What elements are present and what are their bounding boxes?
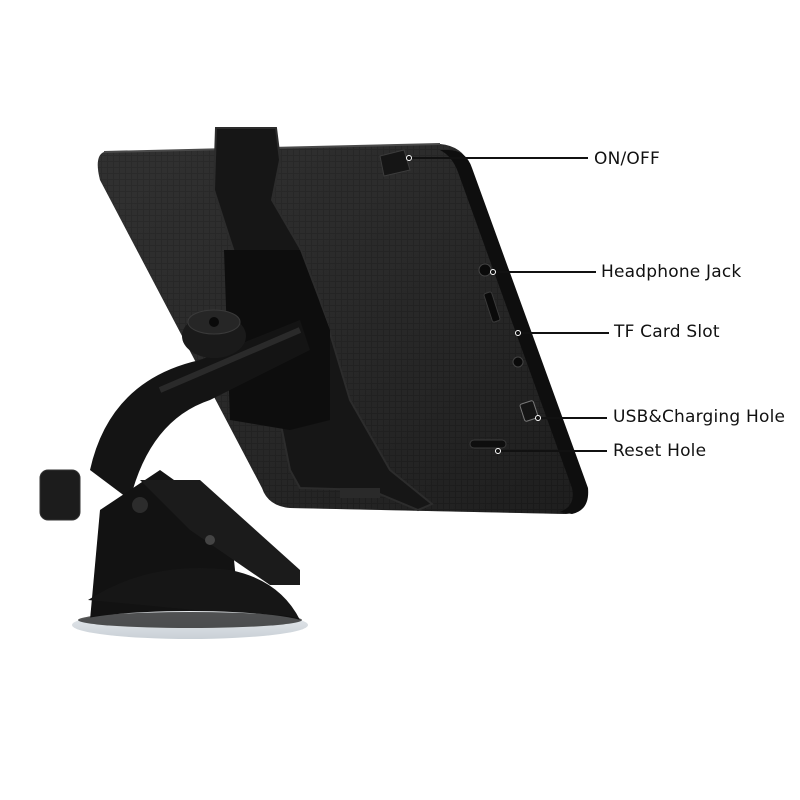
- gps-device-back: [97, 143, 589, 514]
- callout-line: [496, 271, 596, 273]
- callout-label: ON/OFF: [594, 149, 660, 169]
- callout-label: Headphone Jack: [601, 262, 742, 282]
- mount-arm: [39, 309, 310, 521]
- callout-line: [541, 417, 607, 419]
- callout-line: [521, 332, 609, 334]
- callout-dot: [406, 155, 412, 161]
- callout-line: [412, 157, 588, 159]
- callout-dot: [495, 448, 501, 454]
- callout-dot: [535, 415, 541, 421]
- callout-dot: [515, 330, 521, 336]
- callout-label: Reset Hole: [613, 441, 707, 461]
- callout-label: USB&Charging Hole: [613, 407, 786, 427]
- callout-label: TF Card Slot: [614, 322, 720, 342]
- callout-dot: [490, 269, 496, 275]
- callout-line: [501, 450, 607, 452]
- suction-base: [72, 470, 308, 639]
